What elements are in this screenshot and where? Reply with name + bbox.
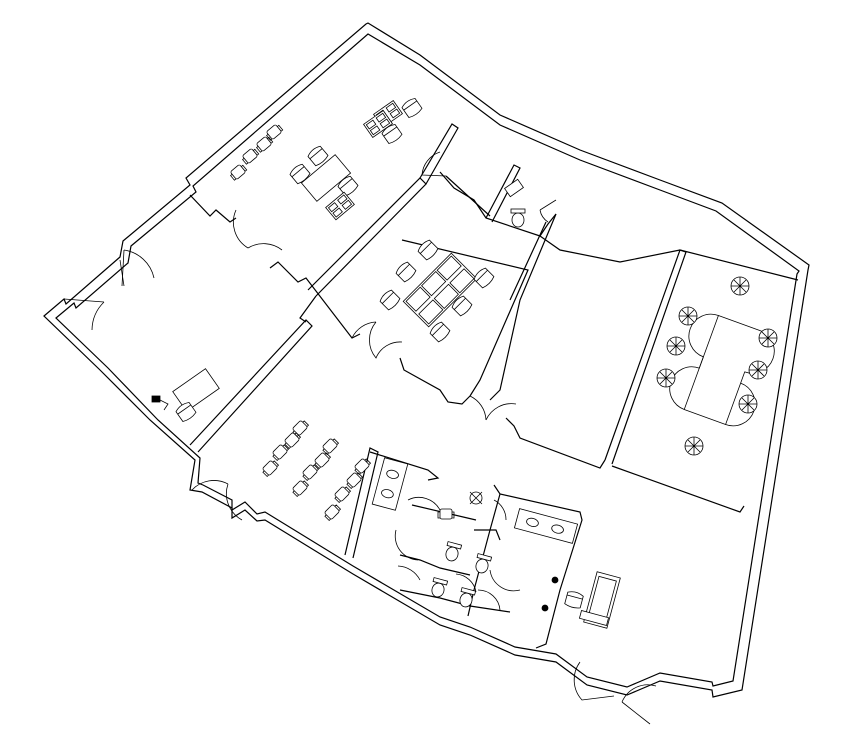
- conference-room-furniture: [656, 276, 778, 456]
- doors: [63, 151, 657, 725]
- meeting-room-furniture: [378, 238, 496, 344]
- small-office-furniture: [151, 368, 220, 424]
- open-area-furniture: [260, 418, 372, 522]
- outer-wall: [43, 22, 810, 698]
- north-office-furniture: [228, 96, 424, 221]
- restroom-fixtures: [371, 457, 579, 612]
- storage-furniture: [504, 178, 526, 228]
- reception-furniture: [563, 571, 621, 629]
- interior-walls: [189, 123, 799, 649]
